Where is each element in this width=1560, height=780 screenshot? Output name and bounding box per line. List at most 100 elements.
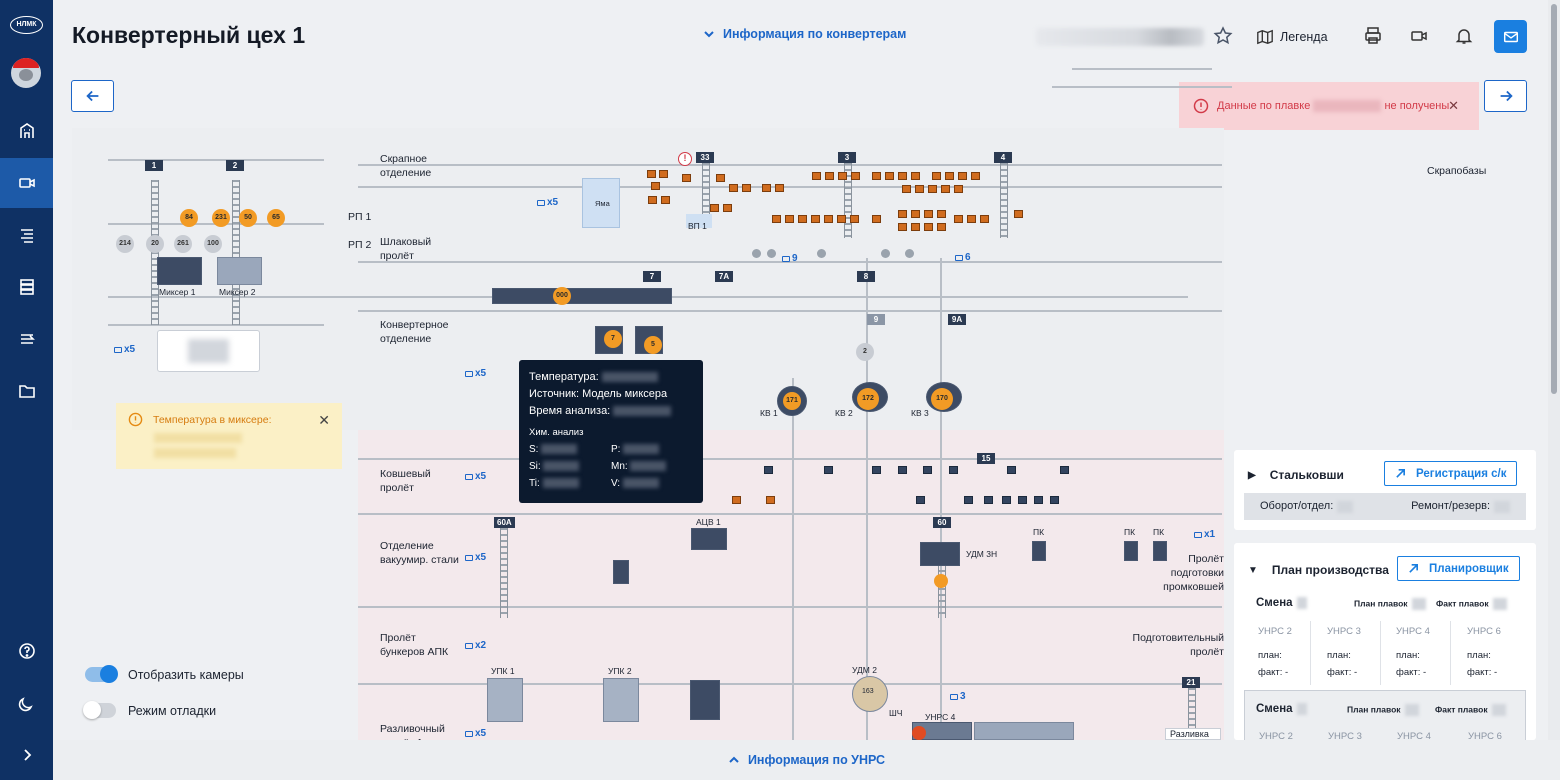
acv-1[interactable] xyxy=(691,528,727,550)
camera-group-4[interactable]: x5 xyxy=(465,552,486,563)
pk-unit-3[interactable] xyxy=(1153,541,1167,561)
sidebar-item-list[interactable] xyxy=(0,210,53,260)
udm-2-value: 163 xyxy=(862,688,874,695)
converter-3-value[interactable]: 170 xyxy=(931,388,953,410)
bell-icon[interactable] xyxy=(1454,26,1474,46)
zone-label-vacuum: Отделение вакуумир. стали xyxy=(380,540,459,566)
debug-toggle[interactable] xyxy=(83,701,116,719)
shift-2-plan: План плавок xyxy=(1347,704,1401,715)
udm-2-label: УДМ 2 xyxy=(852,665,877,675)
collapse-triangle-icon[interactable]: ▶ xyxy=(1248,469,1256,481)
sidebar-item-theme[interactable] xyxy=(0,678,53,728)
camera-group-11[interactable]: x5 xyxy=(465,728,486,739)
zone-label-tundish: Пролёт подготовки промковшей xyxy=(1163,553,1224,593)
zone-label-prep: Подготовительный пролёт xyxy=(1132,632,1224,658)
shift-1-fact-2: факт: - xyxy=(1327,667,1358,678)
print-icon[interactable] xyxy=(1363,26,1383,46)
razliv-button[interactable]: Разливка xyxy=(1165,728,1221,740)
zone-label-bunkers: Пролёт бункеров АПК xyxy=(380,632,449,658)
camera-group-7[interactable]: 9 xyxy=(782,253,798,264)
rp2-ladle-4[interactable]: 100 xyxy=(204,235,222,253)
track-tag-60a: 60А xyxy=(494,517,515,528)
camera-toggle-row[interactable]: Отобразить камеры xyxy=(85,665,244,683)
upk-1-label: УПК 1 xyxy=(491,666,515,676)
udm-3n[interactable] xyxy=(920,542,960,566)
rp1-ladle-3[interactable]: 50 xyxy=(239,209,257,227)
error-marker[interactable]: ! xyxy=(678,152,692,166)
shift-1-plan: План плавок xyxy=(1354,598,1426,610)
sidebar-item-help[interactable] xyxy=(0,626,53,676)
pk-unit-1[interactable] xyxy=(1032,541,1046,561)
rp2-ladle-3[interactable]: 261 xyxy=(174,235,192,253)
dashboard-icon xyxy=(19,123,34,138)
udm-3n-status[interactable] xyxy=(934,574,948,588)
mixer-2[interactable] xyxy=(217,257,262,285)
converter-1-value[interactable]: 171 xyxy=(783,392,801,410)
alert-text-end: не получены xyxy=(1384,99,1450,112)
rp1-ladle-1[interactable]: 84 xyxy=(180,209,198,227)
wagon-train[interactable] xyxy=(492,288,672,304)
sidebar-item-folder[interactable] xyxy=(0,366,53,416)
shop-map[interactable]: Скрапное отделение Шлаковый пролёт Конве… xyxy=(72,68,1486,740)
sidebar-item-expand[interactable] xyxy=(0,730,53,780)
track-tag-7: 7 xyxy=(643,271,661,282)
page-scrollbar[interactable] xyxy=(1548,0,1560,740)
camera-group-3[interactable]: x5 xyxy=(465,471,486,482)
mixer-1[interactable] xyxy=(157,257,202,285)
unrs-4-alarm[interactable] xyxy=(912,726,926,740)
camera-group-5[interactable]: x5 xyxy=(537,197,558,208)
debug-toggle-row[interactable]: Режим отладки xyxy=(83,701,216,719)
video-icon[interactable] xyxy=(1409,26,1429,46)
upk-1[interactable] xyxy=(487,678,523,722)
pit[interactable] xyxy=(582,178,620,228)
zone-label-casting: Разливочный пролёт 1 xyxy=(380,723,445,740)
upk-2[interactable] xyxy=(603,678,639,722)
camera-group-9[interactable]: x1 xyxy=(1194,529,1215,540)
rp1-ladle-2[interactable]: 231 xyxy=(212,209,230,227)
udm-2[interactable] xyxy=(852,676,888,712)
camera-group-2[interactable]: x5 xyxy=(465,368,486,379)
unrs-info-toggle[interactable]: Информация по УНРС xyxy=(53,740,1560,780)
pk-unit-2[interactable] xyxy=(1124,541,1138,561)
shift-1-plan-3: план: xyxy=(1396,650,1420,661)
forward-button[interactable] xyxy=(1484,80,1527,112)
sidebar-item-database[interactable] xyxy=(0,262,53,312)
mixer-ladle-2[interactable]: 2 xyxy=(856,343,874,361)
camera-toggle[interactable] xyxy=(85,665,118,683)
mail-button[interactable] xyxy=(1494,20,1527,53)
mixer-ladle-5[interactable]: 5 xyxy=(644,336,662,354)
wagon-value[interactable]: 000 xyxy=(553,287,571,305)
back-button[interactable] xyxy=(71,80,114,112)
camera-group-1[interactable]: x5 xyxy=(114,344,135,355)
sidebar-item-transfer[interactable] xyxy=(0,314,53,364)
mixer-ladle-7[interactable]: 7 xyxy=(604,330,622,348)
rp1-ladle-4[interactable]: 65 xyxy=(267,209,285,227)
track-tag-1: 1 xyxy=(145,160,163,171)
expand-triangle-icon[interactable]: ▼ xyxy=(1248,564,1258,576)
alert-close-icon[interactable]: ✕ xyxy=(1448,98,1459,113)
error-icon xyxy=(1193,98,1209,114)
sidebar-item-dashboard[interactable] xyxy=(0,106,53,156)
vp1[interactable] xyxy=(686,214,712,228)
production-plan-panel: ▼ План производства Планировщик Смена Пл… xyxy=(1234,543,1536,740)
converter-3-label: КВ 3 xyxy=(911,408,929,418)
star-icon[interactable] xyxy=(1213,26,1233,46)
converter-info-toggle[interactable]: Информация по конвертерам xyxy=(703,27,906,41)
shift-1-col-2: УНРС 3 xyxy=(1327,626,1361,637)
shift-2-block: Смена План плавок Факт плавок УНРС 2 УНР… xyxy=(1244,690,1526,740)
planner-button[interactable]: Планировщик xyxy=(1397,556,1520,581)
legend-button[interactable]: Легенда xyxy=(1256,28,1328,46)
tooltip-time: Время анализа: xyxy=(529,405,611,417)
camera-group-6[interactable]: x2 xyxy=(465,640,486,651)
sidebar-item-video[interactable] xyxy=(0,158,53,208)
register-ladle-button[interactable]: Регистрация с/к xyxy=(1384,461,1518,486)
camera-group-8[interactable]: 6 xyxy=(955,252,971,263)
rp2-ladle-1[interactable]: 214 xyxy=(116,235,134,253)
warning-close-icon[interactable]: ✕ xyxy=(318,412,330,428)
converter-2-value[interactable]: 172 xyxy=(857,388,879,410)
steel-ladles-panel: ▶ Стальковши Регистрация с/к Оборот/отде… xyxy=(1234,450,1536,530)
camera-group-10[interactable]: 3 xyxy=(950,691,966,702)
rp2-ladle-2[interactable]: 20 xyxy=(146,235,164,253)
camera-toggle-label: Отобразить камеры xyxy=(128,667,244,682)
avatar[interactable] xyxy=(11,58,41,88)
